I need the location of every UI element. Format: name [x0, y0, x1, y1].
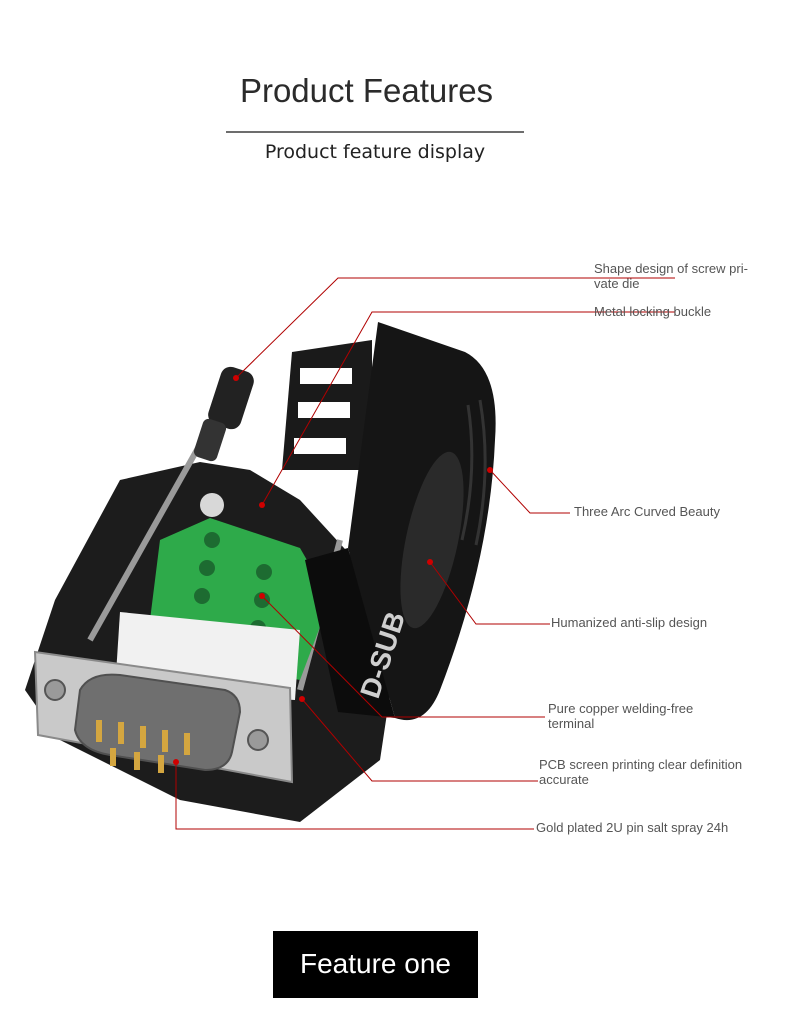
callout-screw-die: Shape design of screw pri- vate die [594, 261, 748, 291]
leader-lines [175, 277, 675, 830]
hinged-cover: D-SUB [305, 322, 496, 721]
callout-gold-pin: Gold plated 2U pin salt spray 24h [536, 820, 729, 835]
title-divider [226, 131, 524, 133]
page-title: Product Features [239, 72, 494, 109]
callout-anti-slip: Humanized anti-slip design [551, 615, 708, 630]
feature-banner: Feature one [273, 931, 478, 998]
gold-pins [96, 720, 190, 773]
callout-dots [173, 375, 493, 765]
callout-arc-curved: Three Arc Curved Beauty [574, 504, 720, 519]
callout-pcb-printing: PCB screen printing clear definition acc… [539, 757, 743, 787]
thumb-screw [193, 366, 254, 462]
locking-clip [282, 340, 372, 470]
callout-copper-terminal: Pure copper welding-free terminal [548, 701, 694, 731]
callout-locking-buckle: Metal locking buckle [594, 304, 712, 319]
page-subtitle: Product feature display [264, 141, 486, 163]
metal-shell [33, 650, 294, 784]
feature-banner-label: Feature one [300, 948, 451, 979]
